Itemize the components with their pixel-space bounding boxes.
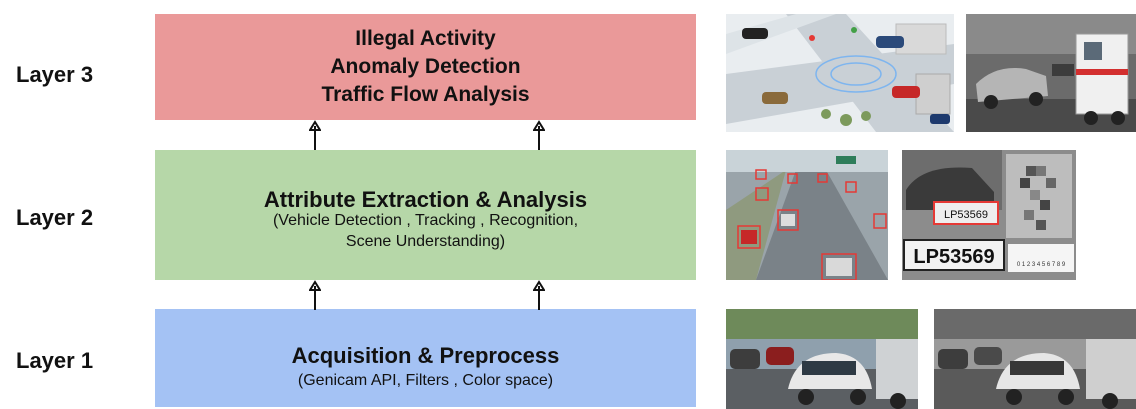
layer-3-line-2: Anomaly Detection [330,55,521,78]
layer-1-label: Layer 1 [16,348,94,373]
layer-1-subtitle: (Genicam API, Filters , Color space) [297,372,554,389]
plate-small-text: LP53569 [944,209,988,221]
plate-chars-text: 0 1 2 3 4 5 6 7 8 9 [1017,262,1066,268]
accident-image [966,14,1136,132]
layer-2-label: Layer 2 [16,205,94,230]
layer-3-line-1: Illegal Activity [355,27,496,50]
layer-1-title: Acquisition & Preprocess [291,343,560,368]
layer-2-box: Attribute Extraction & Analysis (Vehicle… [155,150,696,280]
arrow-up-icon [533,120,545,150]
layer-2-title: Attribute Extraction & Analysis [263,186,588,212]
layer-3-label: Layer 3 [16,62,94,87]
layer-3-line-3: Traffic Flow Analysis [321,83,530,106]
arrow-up-icon [309,280,321,310]
license-plate-image: LP53569 LP53569 0 1 2 3 4 5 6 7 8 9 [902,150,1076,280]
layer-1-box: Acquisition & Preprocess (Genicam API, F… [155,309,696,407]
smart-intersection-image [726,14,954,132]
arrow-up-icon [533,280,545,310]
layer-2-subtitle-line-2: Scene Understanding) [345,232,506,250]
highway-detection-image [726,150,888,280]
layer-3-box: Illegal Activity Anomaly Detection Traff… [155,14,696,120]
traffic-color-image [726,309,918,409]
arrow-up-icon [309,120,321,150]
layer-2-subtitle-line-1: (Vehicle Detection , Tracking , Recognit… [272,211,579,229]
plate-big-text: LP53569 [913,246,994,268]
traffic-gray-image [934,309,1136,409]
